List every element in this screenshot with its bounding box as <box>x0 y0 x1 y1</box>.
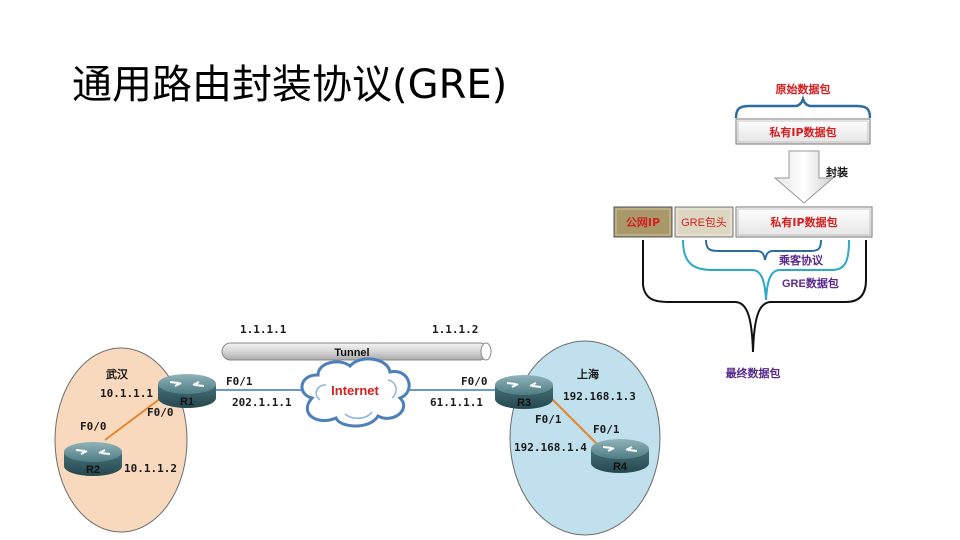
gre-header-text: GRE包头 <box>681 216 727 229</box>
tunnel-pipe: Tunnel <box>221 342 492 361</box>
site-shanghai-name: 上海 <box>577 367 599 381</box>
encapsulate-label: 封装 <box>826 165 848 179</box>
private-packet-box-encapsulated: 私有IP数据包 <box>735 206 873 238</box>
router-r4-label: R4 <box>613 461 628 473</box>
tunnel-label: Tunnel <box>334 347 369 359</box>
gre-packet-label: GRE数据包 <box>782 276 839 290</box>
private-packet-text: 私有IP数据包 <box>769 125 836 139</box>
encapsulate-arrow-icon <box>773 150 835 204</box>
r1-inner-interface: F0/0 <box>147 406 174 419</box>
r4-ip: 192.168.1.4 <box>514 441 587 454</box>
r4-interface: F0/1 <box>593 423 620 436</box>
router-r2[interactable]: R2 <box>63 441 123 477</box>
r1-inner-ip: 10.1.1.1 <box>100 387 153 400</box>
gre-header-box: GRE包头 <box>674 206 734 238</box>
original-packet-brace <box>734 95 872 119</box>
tunnel-ip-left: 1.1.1.1 <box>240 323 287 336</box>
router-r2-label: R2 <box>86 464 100 476</box>
gre-packet-brace <box>682 239 850 301</box>
site-wuhan-area <box>54 347 188 533</box>
r3-inner-interface: F0/1 <box>535 413 562 426</box>
private-packet-text-2: 私有IP数据包 <box>770 215 837 229</box>
public-ip-box: 公网IP <box>613 206 673 238</box>
site-wuhan-name: 武汉 <box>106 367 129 381</box>
final-packet-brace <box>642 240 867 353</box>
router-r3[interactable]: R3 <box>494 374 554 410</box>
link-r3-r4 <box>547 394 601 448</box>
passenger-brace <box>705 239 822 261</box>
internet-label: Internet <box>331 383 379 398</box>
r2-ip: 10.1.1.2 <box>124 462 177 475</box>
final-packet-label: 最终数据包 <box>726 366 781 380</box>
router-r4[interactable]: R4 <box>590 438 650 474</box>
router-r1-label: R1 <box>180 396 194 408</box>
internet-cloud-icon: Internet <box>300 357 411 428</box>
r2-interface: F0/0 <box>80 420 107 433</box>
r3-inner-ip: 192.168.1.3 <box>563 390 636 403</box>
r3-outer-interface: F0/0 <box>461 375 488 388</box>
router-r3-label: R3 <box>517 397 531 409</box>
router-r1[interactable]: R1 <box>157 373 217 409</box>
public-ip-text: 公网IP <box>626 216 660 229</box>
private-packet-box-original: 私有IP数据包 <box>735 118 871 145</box>
link-r1-r2 <box>104 394 166 441</box>
r1-outer-interface: F0/1 <box>226 375 253 388</box>
original-packet-label: 原始数据包 <box>776 82 831 96</box>
tunnel-ip-right: 1.1.1.2 <box>432 323 478 336</box>
passenger-protocol-label: 乘客协议 <box>778 253 824 267</box>
r1-outer-ip: 202.1.1.1 <box>232 396 292 409</box>
r3-outer-ip: 61.1.1.1 <box>430 396 483 409</box>
slide-title: 通用路由封装协议(GRE) <box>72 62 508 108</box>
